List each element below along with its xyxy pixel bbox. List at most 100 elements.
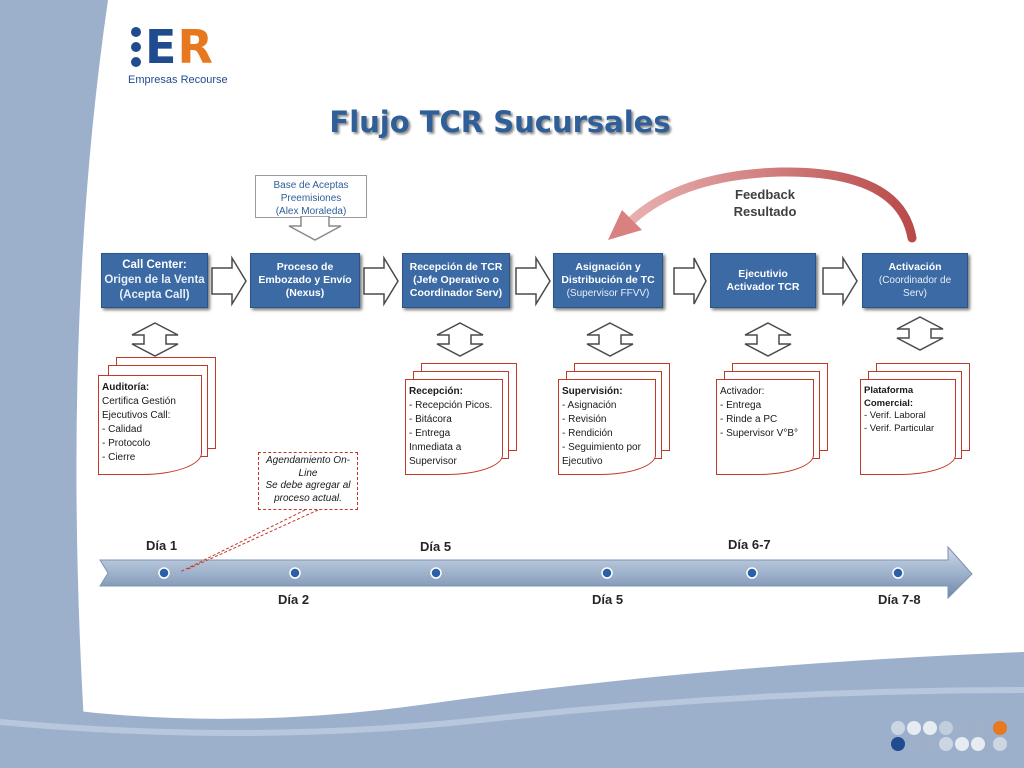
process-box-recepcion: Recepción de TCR (Jefe Operativo o Coord… [402,253,510,308]
updown-arrow-icon [586,322,634,357]
doc-title: Comercial: [864,397,914,409]
process-line: Coordinador Serv) [409,287,503,299]
process-line: Call Center: [122,259,187,271]
doc-line: - Entrega [720,400,762,411]
doc-title: Auditoría: [102,382,150,393]
process-line: (Supervisor FFVV) [566,288,650,299]
feedback-label: Feedback Resultado [700,186,830,220]
doc-line: - Cierre [102,452,136,463]
doc-line: Inmediata a [409,442,462,453]
timeline-node [430,567,442,579]
timeline-node [158,567,170,579]
logo-letter-e: E [145,20,178,74]
process-line: (Jefe Operativo o [413,274,499,286]
timeline-label-bottom: Día 2 [278,592,310,607]
page-title: Flujo TCR Sucursales [329,105,671,139]
deco-dot [993,737,1007,751]
deco-dot [939,737,953,751]
process-line: Activación [888,261,942,273]
deco-dot [955,721,969,735]
process-line: Ejecutivio [738,267,788,280]
doc-line: - Supervisor V°B° [720,428,799,439]
process-line: Proceso de [276,261,334,273]
process-box-ejecutivo: Ejecutivio Activador TCR [710,253,816,308]
doc-line: - Asignación [562,400,617,411]
updown-arrow-icon [744,322,792,357]
right-arrow-icon [822,255,858,307]
doc-stack-recepcion: Recepción: - Recepción Picos. - Bitácora… [405,363,517,478]
logo-subtitle: Empresas Recourse [128,74,228,86]
doc-line: - Verif. Particular [864,422,935,434]
note-line: Agendamiento On- [266,455,350,466]
timeline-node [892,567,904,579]
right-arrow-icon [673,257,707,305]
note-connector [187,509,319,570]
doc-text: Plataforma Comercial: - Verif. Laboral -… [864,385,934,435]
logo-letter-r: R [177,20,214,74]
doc-stack-supervision: Supervisión: - Asignación - Revisión - R… [558,363,670,478]
updown-arrow-icon [896,316,944,351]
note-line: Se debe agregar al [265,480,351,491]
doc-line: - Protocolo [102,438,151,449]
doc-line: Supervisor [409,456,457,467]
process-box-embozado: Proceso de Embozado y Envío (Nexus) [250,253,360,308]
doc-line: - Rendición [562,428,613,439]
doc-title: Supervisión: [562,386,623,397]
doc-line: - Rinde a PC [720,414,778,425]
doc-page [716,379,814,475]
doc-page [860,379,956,475]
doc-line: - Entrega [409,428,451,439]
process-line: Embozado y Envío [258,274,352,286]
doc-page [405,379,503,475]
process-line: Recepción de TCR [409,261,503,273]
doc-line: Ejecutivos Call: [102,410,171,421]
timeline-label-top: Día 1 [146,538,178,553]
deco-dot [891,721,905,735]
timeline-label-top: Día 5 [420,539,452,554]
callout-line: Preemisiones [280,193,342,204]
doc-title: Plataforma [864,385,914,396]
deco-dot [891,737,905,751]
callout-base-aceptas: Base de Aceptas Preemisiones (Alex Moral… [255,175,367,218]
callout-line: (Alex Moraleda) [275,206,347,217]
process-box-call-center: Call Center: Origen de la Venta (Acepta … [101,253,208,308]
doc-title: Recepción: [409,386,463,397]
right-arrow-icon [211,255,247,307]
doc-stack-plataforma: Plataforma Comercial: - Verif. Laboral -… [860,363,972,478]
note-line: proceso actual. [274,492,342,504]
doc-line: - Recepción Picos. [409,400,493,411]
note-agendamiento: Agendamiento On- Line Se debe agregar al… [258,452,358,510]
logo-dot [131,42,141,52]
doc-text: Auditoría: Certifica Gestión Ejecutivos … [102,381,176,465]
feedback-line: Feedback [735,187,795,202]
right-arrow-icon [515,255,551,307]
doc-page [98,375,202,475]
note-line: Line [298,467,318,479]
logo-dot [131,57,141,67]
updown-arrow-icon [436,322,484,357]
logo: ER [145,22,214,72]
deco-dot [971,721,985,735]
updown-arrow-icon [131,322,179,357]
process-line: Serv) [903,288,927,299]
timeline-node [601,567,613,579]
feedback-line: Resultado [733,204,797,219]
logo-dot [131,27,141,37]
doc-line: - Seguimiento por [562,442,641,453]
left-blue-band [0,0,108,740]
doc-line: - Revisión [562,414,607,425]
process-line: Origen de la Venta [104,274,205,286]
doc-line: Ejecutivo [562,456,603,467]
timeline-label-bottom: Día 7-8 [878,592,921,607]
process-box-activacion: Activación (Coordinador de Serv) [862,253,968,308]
doc-line: Certifica Gestión [102,396,176,407]
right-arrow-icon [363,255,399,307]
bottom-blue-band [0,652,1024,768]
deco-dot [993,721,1007,735]
process-line: (Nexus) [285,287,325,299]
callout-down-arrow [288,216,342,241]
deco-dot [923,737,937,751]
doc-stack-activador: Activador: - Entrega - Rinde a PC - Supe… [716,363,828,478]
timeline-label-bottom: Día 5 [592,592,624,607]
